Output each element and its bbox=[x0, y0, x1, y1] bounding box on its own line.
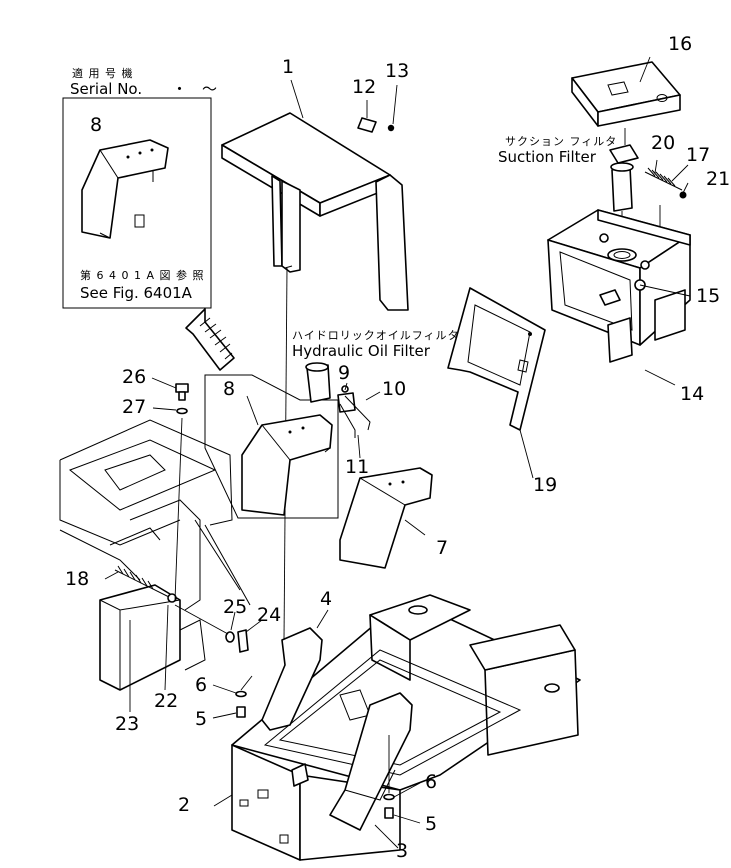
part-5-6-bolt-left bbox=[235, 675, 253, 718]
machine-body-background bbox=[59, 419, 251, 691]
part-26-27-bolt bbox=[174, 383, 189, 601]
part-label-3: 3 bbox=[396, 840, 409, 862]
inset-serial-en: Serial No. bbox=[70, 80, 143, 98]
part-18-bar bbox=[114, 565, 177, 603]
part-label-21: 21 bbox=[706, 168, 731, 190]
part-label-19: 19 bbox=[533, 474, 558, 496]
part-label-22: 22 bbox=[154, 690, 179, 712]
hydraulic-filter-label-en: Hydraulic Oil Filter bbox=[292, 342, 430, 360]
part-24-25-bolt bbox=[174, 604, 249, 653]
part-label-18: 18 bbox=[65, 568, 90, 590]
part-4-pillar bbox=[261, 627, 323, 731]
part-label-7: 7 bbox=[436, 537, 449, 559]
part-label-13: 13 bbox=[385, 60, 410, 82]
part-label-6-right: 6 bbox=[425, 771, 438, 793]
part-label-8: 8 bbox=[223, 378, 236, 400]
part-13-screw bbox=[387, 124, 395, 132]
suction-filter-label-en: Suction Filter bbox=[498, 148, 596, 166]
part-16-cover bbox=[571, 61, 681, 145]
part-label-6-left: 6 bbox=[195, 674, 208, 696]
part-3-pillar bbox=[329, 692, 413, 831]
part-5-6-bolt-right bbox=[383, 735, 395, 819]
part-label-24: 24 bbox=[257, 604, 282, 626]
part-label-5-right: 5 bbox=[425, 813, 438, 835]
part-8-cover-group bbox=[204, 374, 339, 519]
suction-filter-label-jp: サクション フィルタ bbox=[505, 135, 618, 148]
part-label-17: 17 bbox=[686, 144, 711, 166]
inset-part-number: 8 bbox=[90, 114, 103, 136]
part-label-15: 15 bbox=[696, 285, 721, 307]
part-14-tank-bracket bbox=[547, 209, 691, 363]
part-1-upper-frame bbox=[221, 112, 409, 311]
part-19-panel bbox=[447, 287, 546, 431]
part-label-16: 16 bbox=[668, 33, 693, 55]
part-label-14: 14 bbox=[680, 383, 705, 405]
inset-serial-jp: 適 用 号 機 bbox=[72, 67, 134, 80]
part-label-1: 1 bbox=[282, 56, 295, 78]
hydraulic-filter-label-jp: ハイドロリックオイルフィルタ bbox=[292, 329, 460, 342]
part-label-23: 23 bbox=[115, 713, 140, 735]
part-label-26: 26 bbox=[122, 366, 147, 388]
part-label-5-left: 5 bbox=[195, 708, 208, 730]
inset-see-fig-jp: 第 6 4 0 1 A 図 参 照 bbox=[80, 269, 205, 282]
part-20-17-21-bolt bbox=[644, 167, 687, 245]
part-12-plate bbox=[357, 117, 377, 133]
part-label-11: 11 bbox=[345, 456, 370, 478]
inset-see-fig-en: See Fig. 6401A bbox=[80, 284, 192, 302]
part-label-10: 10 bbox=[382, 378, 407, 400]
inset-cover-part-8 bbox=[81, 139, 169, 239]
inset-frame bbox=[62, 97, 212, 309]
part-label-9: 9 bbox=[338, 362, 351, 384]
hydraulic-oil-filter bbox=[305, 362, 371, 438]
part-label-12: 12 bbox=[352, 76, 377, 98]
part-label-2: 2 bbox=[178, 794, 191, 816]
leader-lines bbox=[104, 56, 691, 849]
part-label-27: 27 bbox=[122, 396, 147, 418]
part-7-cover bbox=[339, 467, 433, 569]
reference-arrow-icon bbox=[185, 308, 235, 371]
part-label-4: 4 bbox=[320, 588, 333, 610]
part-label-25: 25 bbox=[223, 596, 248, 618]
part-label-20: 20 bbox=[651, 132, 676, 154]
inset-serial-range: ・ ～ bbox=[172, 80, 218, 98]
